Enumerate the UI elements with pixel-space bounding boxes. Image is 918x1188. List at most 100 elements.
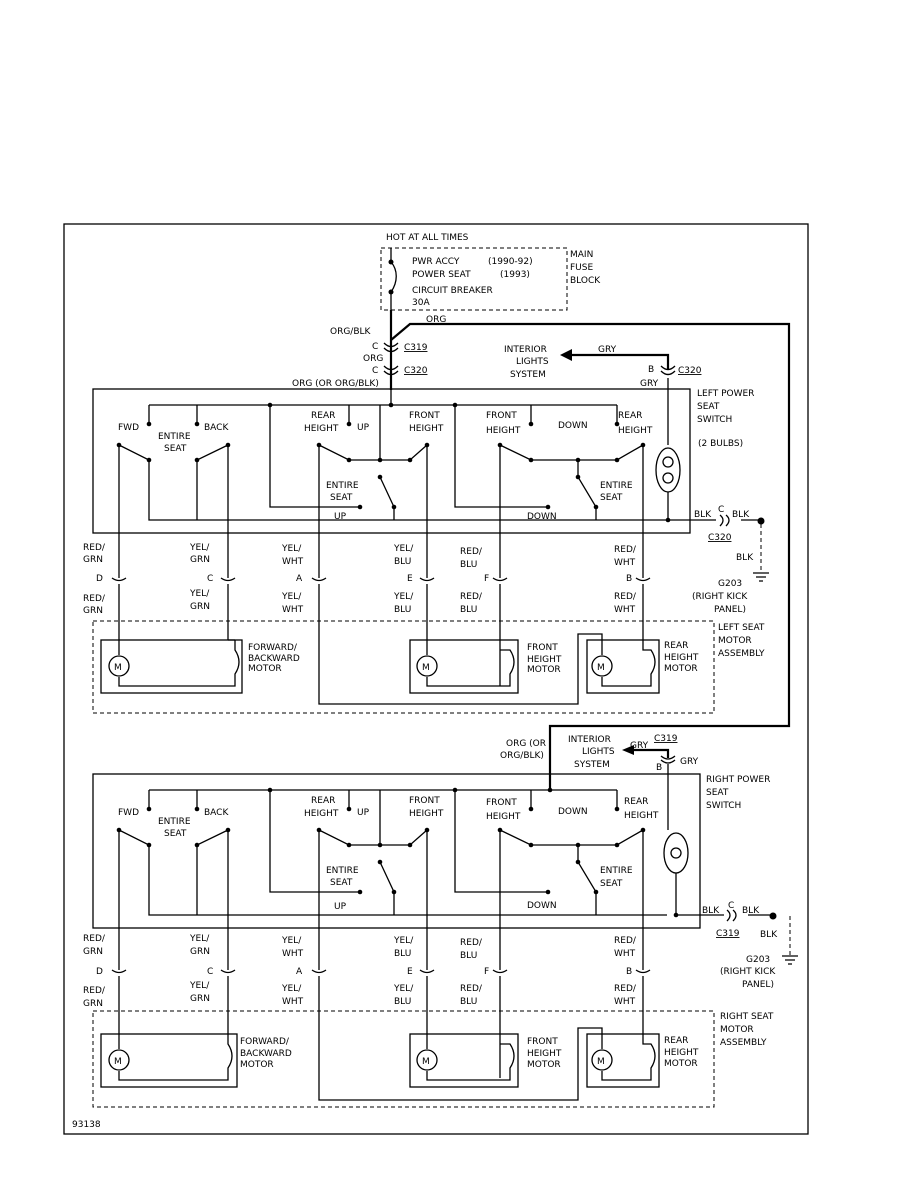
label-wires-red: RED/ [614,984,637,994]
fuse-text-1-years: (1990-92) [488,257,533,267]
label-motors-fb_line2: BACKWARD [248,654,300,664]
label-wires-pin_d: D [96,574,103,584]
label-wires-red: RED/ [614,545,637,555]
label-wires-yel: YEL/ [189,589,210,599]
label-motors-m: M [597,663,605,673]
left-power-seat-switch: LEFT POWER SEAT SWITCH (2 BULBS) FWD ENT… [92,388,769,615]
label-left-motor_line2: MOTOR [718,636,752,646]
label-left-blk: BLK [736,553,754,563]
label-right-org_line2: ORG/BLK) [500,751,544,761]
label-wires-yel: YEL/ [393,592,414,602]
left-wires: RED/GRN D RED/GRN YEL/GRN C YEL/GRN YEL/… [83,533,651,705]
label-motors-fh_line1: FRONT [527,643,558,653]
label-motors-fb_line1: FORWARD/ [248,643,298,653]
label-right-switch_line1: RIGHT POWER [706,775,770,785]
diagram-frame [63,223,809,1135]
label-wires-red: RED/ [460,592,483,602]
label-wires-grn: GRN [190,947,210,957]
label-right-motor_line3: ASSEMBLY [720,1038,767,1048]
label-motors-rh_line1: REAR [664,1036,688,1046]
label-power-pin_c: C [728,901,734,911]
label-switch_labels-height: HEIGHT [409,424,444,434]
label-switch_labels-rear: REAR [311,796,335,806]
label-motors-m: M [422,663,430,673]
label-left-blk: BLK [732,510,750,520]
left-switch-label-3: SWITCH [697,415,732,425]
label-right-switch_line3: SWITCH [706,801,741,811]
c320-pin: C [372,366,378,376]
label-wires-wht: WHT [282,997,304,1007]
main-fuse-block-label-3: BLOCK [570,276,601,286]
label-switch_labels-up: UP [334,902,347,912]
label-motors-fh_line3: MOTOR [527,1060,561,1070]
label-left-g203: G203 [718,579,742,589]
hot-at-all-times-label: HOT AT ALL TIMES [386,233,469,243]
fuse-text-1: PWR ACCY [412,257,460,267]
label-motors-fh_line2: HEIGHT [527,1049,562,1059]
label-wires-pin_f: F [484,967,489,977]
label-wires-yel: YEL/ [393,544,414,554]
label-left-kick1: (RIGHT KICK [692,592,748,602]
label-motors-fh_line3: MOTOR [527,665,561,675]
label-motors-m: M [597,1057,605,1067]
label-switch_labels-seat: SEAT [330,878,353,888]
label-right-interior_line2: LIGHTS [582,747,615,757]
label-switch_labels-fwd: FWD [118,423,139,433]
label-switch_labels-seat: SEAT [600,879,623,889]
label-switch_labels-down: DOWN [527,512,557,522]
left-gry-arrow [572,353,670,370]
label-wires-pin_b: B [626,574,632,584]
label-switch_labels-height: HEIGHT [624,811,659,821]
label-wires-pin_a: A [296,967,303,977]
fuse-text-2: POWER SEAT [412,270,471,280]
label-right-gry: GRY [680,757,699,767]
label-switch_labels-down: DOWN [558,421,588,431]
label-switch_labels-seat: SEAT [330,493,353,503]
label-switch_labels-front: FRONT [409,411,440,421]
left-seat-motor-assembly: LEFT SEAT MOTOR ASSEMBLY M FORWARD/ BACK… [92,620,765,714]
label-wires-wht: WHT [282,557,304,567]
label-wires-yel: YEL/ [281,592,302,602]
left-gry-2: GRY [640,379,659,389]
label-switch_labels-height: HEIGHT [304,809,339,819]
label-switch_labels-up: UP [357,423,370,433]
label-right-interior_line1: INTERIOR [568,735,611,745]
label-right-blk: BLK [742,906,760,916]
label-wires-wht: WHT [614,558,636,568]
label-motors-m: M [422,1057,430,1067]
label-right-org_line1: ORG (OR [506,739,546,749]
label-wires-red: RED/ [460,984,483,994]
label-right-motor_line2: MOTOR [720,1025,754,1035]
right-wires: RED/GRN D RED/GRN YEL/GRN C YEL/GRN YEL/… [83,928,651,1101]
label-motors-m: M [114,1057,122,1067]
label-wires-blu: BLU [394,949,411,959]
label-wires-blu: BLU [394,997,411,1007]
main-fuse-block-label-2: FUSE [570,263,593,273]
label-wires-pin_e: E [407,574,413,584]
label-switch_labels-height: HEIGHT [486,812,521,822]
label-switch_labels-front: FRONT [409,796,440,806]
label-power-c319: C319 [654,734,678,744]
left-switch-label-1: LEFT POWER [697,389,754,399]
label-switch_labels-seat: SEAT [164,444,187,454]
label-right-g203: G203 [746,955,770,965]
c319-pin: C [372,342,378,352]
label-power-pin_c: C [718,505,724,515]
wire-org-top: ORG [426,315,446,325]
wire-org-mid: ORG [363,354,383,364]
label-right-interior_line3: SYSTEM [574,760,610,770]
label-switch_labels-rear: REAR [624,797,648,807]
label-switch_labels-entire: ENTIRE [326,481,359,491]
label-wires-wht: WHT [282,605,304,615]
label-switch_labels-back: BACK [204,808,229,818]
label-wires-red: RED/ [83,934,106,944]
label-switch_labels-height: HEIGHT [409,809,444,819]
label-motors-rh_line1: REAR [664,641,688,651]
label-motors-rh_line2: HEIGHT [664,1048,699,1058]
label-wires-red: RED/ [460,938,483,948]
label-motors-rh_line3: MOTOR [664,664,698,674]
label-wires-pin_e: E [407,967,413,977]
label-wires-yel: YEL/ [393,936,414,946]
label-wires-red: RED/ [614,592,637,602]
label-wires-blu: BLU [460,605,477,615]
